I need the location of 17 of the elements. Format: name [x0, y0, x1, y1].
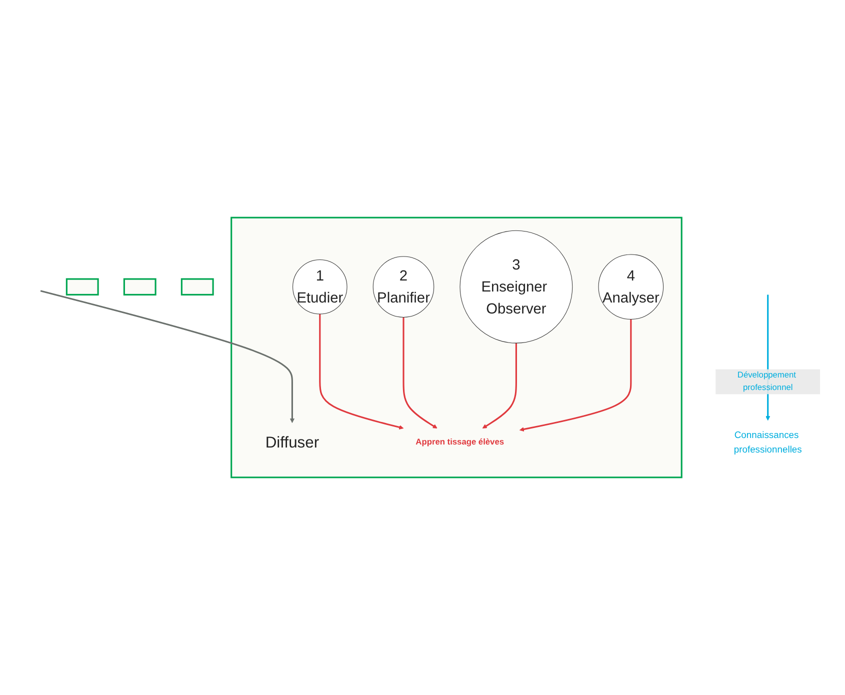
arrow	[482, 343, 517, 428]
node-text: Connaissances professionnelles	[734, 430, 802, 454]
node-box	[180, 278, 214, 296]
arrow	[319, 314, 404, 430]
arrow	[519, 319, 632, 432]
node-text: Appren tissage élèves	[416, 438, 504, 447]
node-circle: 1 Etudier	[292, 260, 348, 314]
cluster	[230, 216, 682, 478]
node-circle: 3 Enseigner Observer	[460, 230, 573, 344]
arrow	[40, 290, 294, 423]
node-circle: 2 Planifier	[372, 256, 434, 318]
node-text: Diffuser	[265, 434, 320, 451]
node-circle: 4 Analyser	[598, 254, 664, 320]
node-box	[123, 278, 156, 296]
node-box	[66, 278, 99, 296]
edge-label: Développement professionnel	[737, 370, 796, 392]
arrow	[402, 317, 438, 428]
